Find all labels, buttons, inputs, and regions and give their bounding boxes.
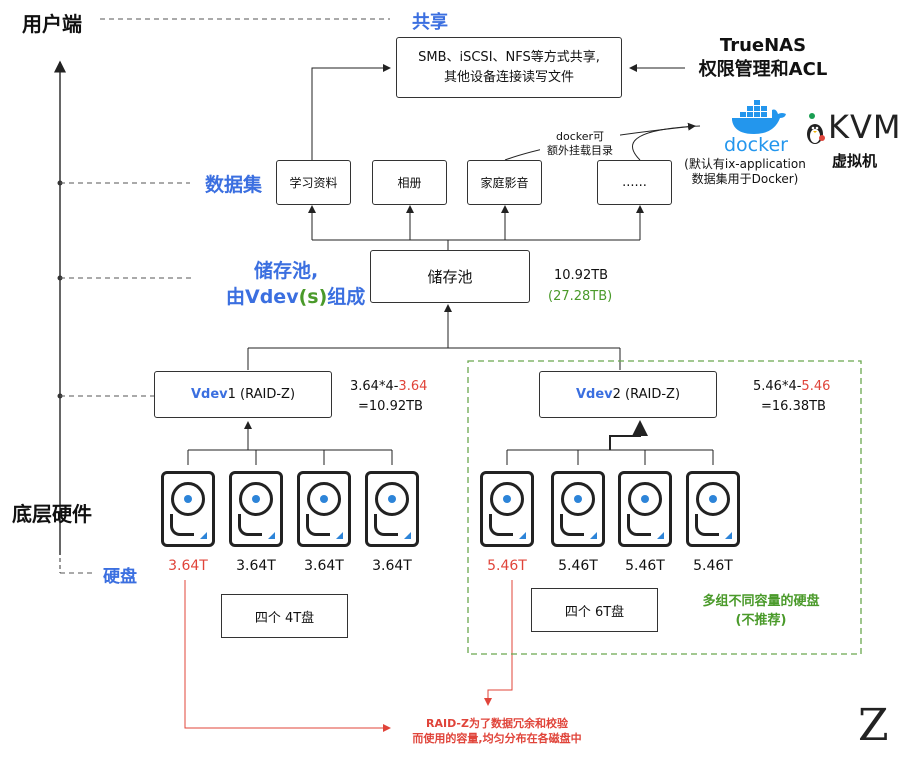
share-box-line2: 其他设备连接读写文件 [443,69,574,85]
pool-layer-label-line2: 由Vdev(s)组成 [226,286,366,308]
disk1-1-size: 3.64T [168,558,208,574]
raidz-parity-note: RAID-Z为了数据冗余和校验 而使用的容量,均匀分布在各磁盘中 [412,717,582,745]
share-protocols-box: SMB、iSCSI、NFS等方式共享, 其他设备连接读写文件 [396,37,622,98]
vdev1-capacity: 3.64*4-3.64 =10.92TB [350,379,428,414]
group2-label-box: 四个 6T盘 [531,588,658,632]
docker-note: (默认有ix-application 数据集用于Docker) [684,157,806,186]
author-signature: Z [858,700,889,751]
hard-disk-icon [618,471,672,547]
docker-logo-text: docker [724,134,788,156]
dataset-study: 学习资料 [276,160,351,205]
share-layer-label: 共享 [412,12,448,33]
tux-penguin-icon [804,112,826,146]
disk2-4-size: 5.46T [693,558,733,574]
hard-disk-icon [161,471,215,547]
dataset-more: ...... [597,160,672,205]
dataset-layer-label: 数据集 [205,174,263,196]
hardware-label: 底层硬件 [12,502,92,526]
truenas-acl-label: TrueNAS 权限管理和ACL [698,35,828,80]
disk1-2-size: 3.64T [236,558,276,574]
hard-disk-icon [480,471,534,547]
hard-disk-icon [686,471,740,547]
share-box-line1: SMB、iSCSI、NFS等方式共享, [418,49,600,65]
hard-disk-icon [297,471,351,547]
dataset-album: 相册 [372,160,447,205]
storage-pool-box: 储存池 [370,250,530,303]
group1-label-box: 四个 4T盘 [221,594,348,638]
pool-size: 10.92TB [554,268,609,283]
disk2-2-size: 5.46T [558,558,598,574]
user-side-label: 用户端 [22,12,82,36]
dataset-media: 家庭影音 [467,160,542,205]
hard-disk-icon [551,471,605,547]
disk-layer-label: 硬盘 [103,567,137,587]
disk1-3-size: 3.64T [304,558,344,574]
disk2-1-size: 5.46T [487,558,527,574]
vdev2-capacity: 5.46*4-5.46 =16.38TB [753,379,831,414]
kvm-logo-text: KVM [828,108,902,146]
disk2-3-size: 5.46T [625,558,665,574]
hard-disk-icon [365,471,419,547]
hard-disk-icon [229,471,283,547]
mixed-capacity-warning: 多组不同容量的硬盘 (不推荐) [702,594,820,628]
pool-layer-label-line1: 储存池, [254,260,319,282]
docker-whale-icon [728,98,788,138]
vm-label: 虚拟机 [832,152,878,170]
pool-raw-size: (27.28TB) [548,289,613,304]
docker-mount-note: docker可 额外挂载目录 [540,130,620,158]
disk1-4-size: 3.64T [372,558,412,574]
